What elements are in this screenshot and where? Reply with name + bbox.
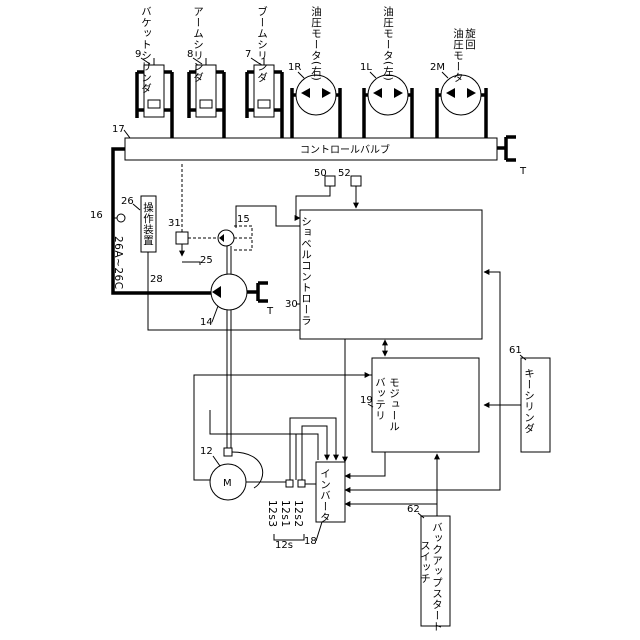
sensor-52	[351, 176, 361, 186]
inverter-label: インバータ	[319, 468, 331, 523]
swing-motor-label-a: 旋回	[464, 27, 476, 50]
ref-18: 18	[304, 536, 317, 547]
ref-12: 12	[200, 446, 213, 457]
tank-label-pump: T	[266, 306, 274, 317]
swing-motor-label-b: 油圧モータ	[452, 27, 464, 83]
ref-61: 61	[509, 345, 522, 356]
ref-30: 30	[285, 299, 298, 310]
ref-1R: 1R	[288, 62, 301, 73]
control-valve-label: コントロールバルブ	[300, 143, 390, 156]
ref-14: 14	[200, 317, 213, 328]
bucket-cylinder-label: バケットシリンダ	[140, 6, 152, 94]
backup-switch-label-b: スイッチ	[419, 540, 431, 584]
ref-15: 15	[237, 214, 250, 225]
ref-26: 26	[121, 196, 134, 207]
tank-symbol-pump	[247, 283, 268, 301]
ref-1L: 1L	[360, 62, 372, 73]
shovel-controller-label: ショベルコントローラ	[300, 216, 312, 326]
tank-symbol-right	[497, 137, 516, 160]
battery-module-label-b: モジュール	[388, 377, 400, 432]
shovel-controller	[300, 210, 482, 339]
ref-25: 25	[200, 255, 213, 266]
ref-12s3: 12s3	[266, 500, 278, 528]
boom-cylinder-label: ブームシリンダ	[256, 5, 268, 83]
ref-12s: 12s	[275, 540, 293, 551]
battery-module-label-a: バッテリ	[374, 377, 386, 421]
proportional-valve	[176, 232, 188, 244]
arm-cylinder-label: アームシリンダ	[192, 6, 204, 83]
ref-52: 52	[338, 168, 351, 179]
motor-sensor	[224, 448, 232, 456]
current-sensor-12s2	[298, 480, 305, 487]
ref-28: 28	[150, 274, 163, 285]
tank-label-right: T	[519, 166, 527, 177]
ref-31: 31	[168, 218, 181, 229]
hydraulic-motor-left	[364, 75, 412, 138]
ref-12s1: 12s1	[279, 500, 291, 528]
electric-motor-label: M	[223, 478, 232, 489]
operation-device-label: 操作装置	[142, 201, 154, 246]
ref-17: 17	[112, 124, 125, 135]
ref-26A-26C: 26A~26C	[112, 236, 124, 290]
current-sensor-12s1	[286, 480, 293, 487]
ref-2M: 2M	[430, 62, 445, 73]
ref-16: 16	[90, 210, 103, 221]
ref-12s2: 12s2	[292, 500, 304, 528]
ref-50: 50	[314, 168, 327, 179]
ref-19: 19	[360, 395, 373, 406]
motor-right-label: 油圧モータ(右)	[310, 5, 322, 81]
ref-9: 9	[135, 49, 141, 60]
hydraulic-motor-right	[292, 75, 340, 138]
swing-hydraulic-motor	[437, 75, 486, 138]
motor-left-label: 油圧モータ(左)	[382, 5, 394, 81]
ref-8: 8	[187, 49, 193, 60]
pressure-sensor-icon	[117, 214, 125, 222]
backup-switch-label-a: バックアップスタート	[431, 522, 443, 632]
key-cylinder-label: キーシリンダ	[523, 368, 535, 434]
ref-7: 7	[245, 49, 251, 60]
